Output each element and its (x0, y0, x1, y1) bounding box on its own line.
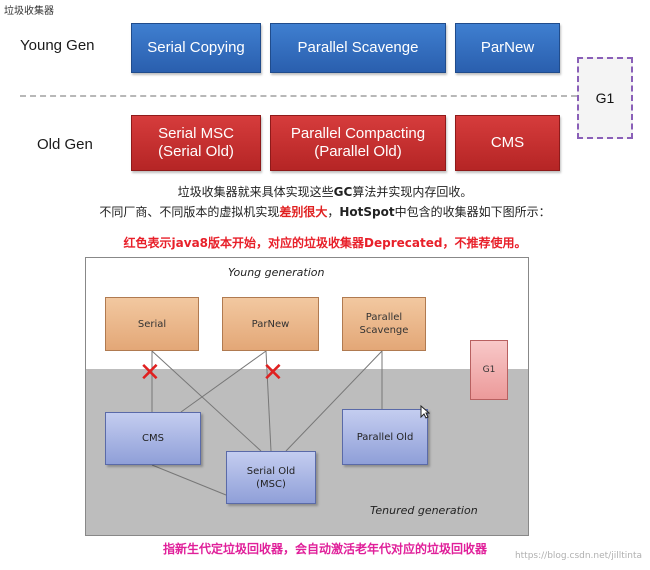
page-title-label: 垃圾收集器 (4, 6, 54, 17)
diagram-parallel-scavenge-box: Parallel Scavenge (342, 297, 426, 351)
diagram-g1-box: G1 (470, 340, 508, 400)
serial-msc-box: Serial MSC (Serial Old) (131, 115, 261, 171)
old-gen-label: Old Gen (37, 136, 93, 153)
connection-lines (151, 350, 383, 496)
diagram-parallel-old-box: Parallel Old (342, 409, 428, 465)
line-serial-serialold (151, 350, 262, 452)
diagram-serial-box: Serial (105, 297, 199, 351)
g1-box: G1 (577, 57, 633, 139)
deprecated-cross-icon: ✕ (262, 358, 284, 388)
parallel-compacting-box: Parallel Compacting (Parallel Old) (270, 115, 446, 171)
collector-diagram: Young generation Tenured generation Seri… (85, 257, 529, 536)
young-gen-label: Young Gen (20, 37, 95, 54)
tenured-generation-title: Tenured generation (370, 504, 478, 517)
generation-divider (20, 95, 577, 97)
deprecation-warning: 红色表示java8版本开始，对应的垃圾收集器Deprecated，不推荐使用。 (123, 236, 527, 250)
diagram-parnew-box: ParNew (222, 297, 319, 351)
cursor-arrow-icon (420, 405, 430, 419)
deprecated-cross-icon: ✕ (139, 358, 161, 388)
line-cms-serialold (151, 464, 227, 496)
diagram-caption: 指新生代定垃圾回收器，会自动激活老年代对应的垃圾回收器 (162, 542, 487, 556)
cms-box: CMS (455, 115, 560, 171)
watermark: https://blog.csdn.net/jilltinta (514, 551, 642, 561)
line-parnew-cms (180, 350, 267, 413)
description-line-2: 不同厂商、不同版本的虚拟机实现差别很大，HotSpot中包含的收集器如下图所示： (99, 205, 551, 219)
young-generation-title: Young generation (228, 266, 325, 279)
diagram-serial-old-box: Serial Old (MSC) (226, 451, 316, 504)
description-line-1: 垃圾收集器就来具体实现这些GC算法并实现内存回收。 (177, 185, 473, 199)
line-parnew-serialold (265, 350, 272, 452)
diagram-cms-box: CMS (105, 412, 201, 465)
parallel-scavenge-box: Parallel Scavenge (270, 23, 446, 73)
parnew-box: ParNew (455, 23, 560, 73)
serial-copying-box: Serial Copying (131, 23, 261, 73)
line-pscavenge-serialold (285, 350, 383, 452)
